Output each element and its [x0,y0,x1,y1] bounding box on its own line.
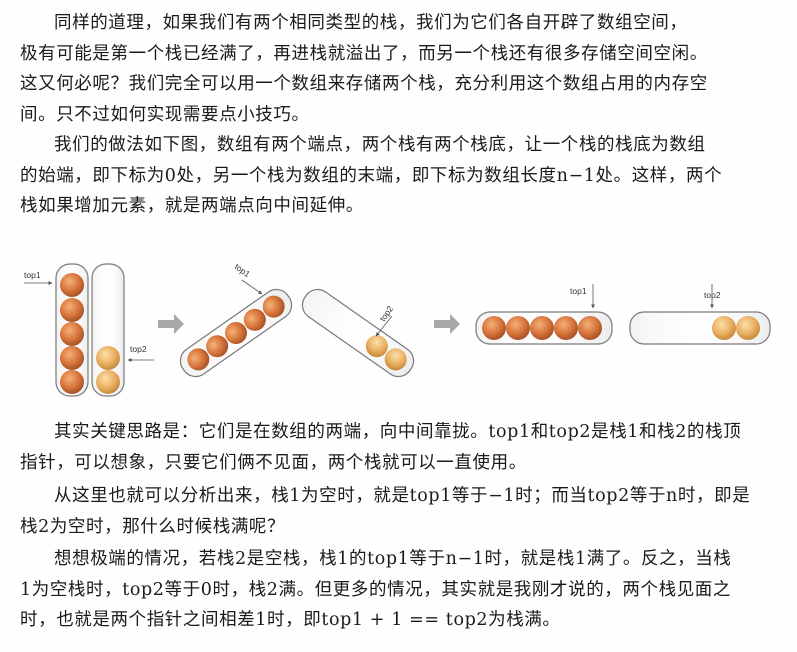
stack1-ball [506,316,530,340]
top2-label: top2 [704,290,721,300]
paragraph-intro: 同样的道理，如果我们有两个相同类型的栈，我们为它们各自开辟了数组空间， 极有可能… [20,8,780,130]
top2-arrow [375,315,393,337]
stack2-ball [96,346,120,370]
text-line: 的始端，即下标为0处，另一个栈为数组的末端，即下标为数组长度n−1处。这样，两个 [20,165,723,186]
paragraph-full-condition: 想想极端的情况，若栈2是空栈，栈1的top1等于n−1时，就是栈1满了。反之，当… [20,544,780,636]
stack1-ball [60,370,84,394]
paragraph-key-idea: 其实关键思路是：它们是在数组的两端，向中间靠拢。top1和top2是栈1和栈2的… [20,417,780,478]
stack1-ball [530,316,554,340]
text-line: 指针，可以想象，只要它们俩不见面，两个栈就可以一直使用。 [20,452,527,473]
stack2-tube [629,311,771,345]
stack1-ball [60,273,84,297]
text-line: 时，也就是两个指针之间相差1时，即top1 + 1 == top2为栈满。 [20,610,561,630]
stack2-ball [96,370,120,394]
stack1-ball [187,348,210,371]
text-line: 我们的做法如下图，数组有两个端点，两个栈有两个栈底，让一个栈的栈底为数组 [54,135,706,155]
two-stack-figure: top1 top2 [18,250,788,400]
stage-tilted-tubes: top1 top2 [179,261,415,378]
text-line: 想想极端的情况，若栈2是空栈，栈1的top1等于n−1时，就是栈1满了。反之，当… [54,549,732,569]
transition-arrow-icon [434,314,460,334]
stack1-ball [482,316,506,340]
stack2-ball [384,348,407,371]
paragraph-method: 我们的做法如下图，数组有两个端点，两个栈有两个栈底，让一个栈的栈底为数组 的始端… [20,130,780,222]
top2-label: top2 [130,344,147,354]
stack1-ball [225,322,247,344]
text-line: 1为空栈时，top2等于0时，栈2满。但更多的情况，其实就是我刚才说的，两个栈见… [20,579,732,600]
transition-arrow-icon [158,314,184,334]
top2-label: top2 [377,304,395,324]
stack1-ball [554,316,578,340]
top1-arrow [241,279,263,295]
stage-horizontal-tubes: top1 top2 [475,284,771,345]
stack1-ball [206,335,229,358]
text-line: 间。只不过如何实现需要点小技巧。 [20,104,310,125]
stack1-ball [60,346,84,370]
paragraph-empty-condition: 从这里也就可以分析出来，栈1为空时，就是top1等于−1时；而当top2等于n时… [20,481,780,542]
text-line: 同样的道理，如果我们有两个相同类型的栈，我们为它们各自开辟了数组空间， [54,13,688,33]
text-line: 这又何必呢？我们完全可以用一个数组来存储两个栈，充分利用这个数组占用的内存空 [20,74,708,94]
stack2-ball [736,316,760,340]
text-line: 从这里也就可以分析出来，栈1为空时，就是top1等于−1时；而当top2等于n时… [54,486,751,506]
text-line: 栈2为空时，那什么时候栈满呢？ [20,516,286,537]
stack1-ball [262,295,285,318]
top1-label: top1 [24,270,41,280]
stack2-ball [365,335,388,358]
stack1-ball [578,316,602,340]
text-line: 极有可能是第一个栈已经满了，再进栈就溢出了，而另一个栈还有很多存储空间空闲。 [20,43,708,64]
stack1-ball [60,298,84,322]
stack1-ball [243,308,266,331]
top1-label: top1 [570,286,587,296]
text-line: 栈如果增加元素，就是两端点向中间延伸。 [20,196,364,216]
stack2-ball [712,316,736,340]
figure-svg: top1 top2 [24,261,771,397]
stack1-ball [60,322,84,346]
text-line: 其实关键思路是：它们是在数组的两端，向中间靠拢。top1和top2是栈1和栈2的… [54,422,742,442]
stage-vertical-tubes: top1 top2 [24,263,154,397]
top1-label: top1 [233,261,253,279]
